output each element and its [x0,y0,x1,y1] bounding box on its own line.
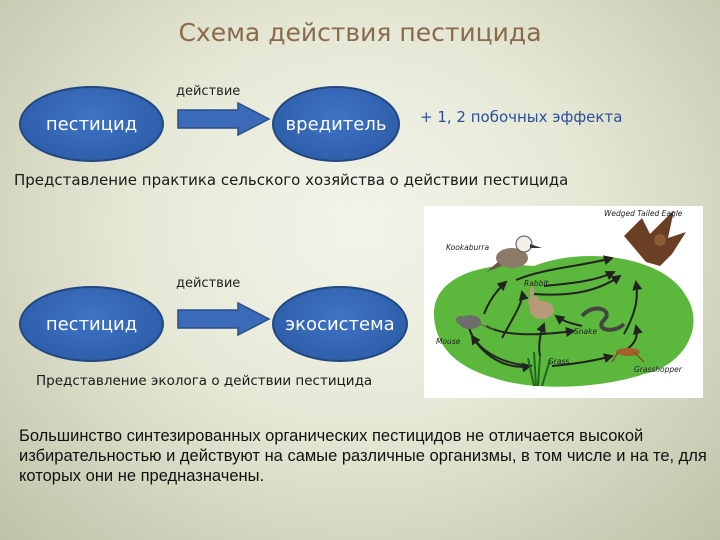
mouse-label: Mouse [436,337,461,346]
snake-label: Snake [574,327,597,336]
side-effects-label: + 1, 2 побочных эффекта [420,108,622,126]
pest-label: вредитель [286,114,387,135]
food-web-image: Wedged Tailed Eagle Kookaburra Rabbit Mo… [424,206,703,398]
action-label-bottom: действие [176,276,240,291]
pesticide-oval-bottom: пестицид [19,286,164,362]
pesticide-label-bottom: пестицид [46,314,137,335]
ecologist-view-caption: Представление эколога о действии пестици… [36,373,372,389]
action-arrow-top [176,102,272,136]
action-arrow-bottom [176,302,272,336]
eagle-label: Wedged Tailed Eagle [604,209,683,218]
pesticide-oval-top: пестицид [19,86,164,162]
slide-title: Схема действия пестицида [0,18,720,47]
action-label-top: действие [176,84,240,99]
pesticide-label-top: пестицид [46,114,137,135]
ecosystem-label: экосистема [285,314,394,335]
grasshopper-label: Grasshopper [634,365,683,374]
pest-oval: вредитель [272,86,400,162]
kookaburra-label: Kookaburra [446,243,489,252]
eagle-icon [624,210,686,266]
ecosystem-oval: экосистема [272,286,408,362]
conclusion-text: Большинство синтезированных органических… [19,426,709,486]
grass-label: Grass [548,357,569,366]
rabbit-label: Rabbit [524,279,549,288]
food-web-drawing: Wedged Tailed Eagle Kookaburra Rabbit Mo… [424,206,703,398]
farmer-view-caption: Представление практика сельского хозяйст… [14,171,568,189]
